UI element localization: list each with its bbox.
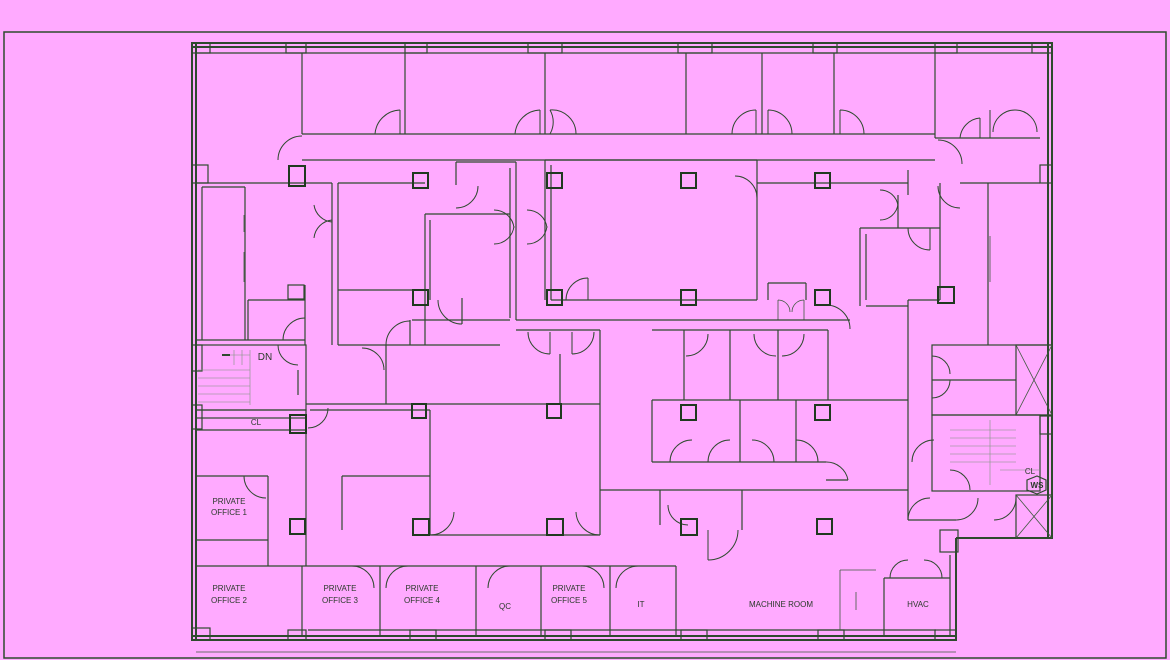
machine-room-label: MACHINE ROOM bbox=[749, 600, 813, 609]
private-office-4-label-line1: PRIVATE bbox=[405, 584, 438, 593]
closet-left-label: CL bbox=[251, 418, 262, 427]
drawing-frame bbox=[3, 31, 1167, 659]
ws-marker bbox=[1026, 475, 1047, 495]
right-core bbox=[907, 344, 1053, 553]
left-rooms bbox=[195, 182, 339, 567]
structural-columns bbox=[288, 165, 955, 536]
closet-right-label: CL bbox=[1025, 467, 1036, 476]
private-office-2-label-line1: PRIVATE bbox=[212, 584, 245, 593]
private-office-5-label-line1: PRIVATE bbox=[552, 584, 585, 593]
stair-down-label: DN bbox=[258, 352, 272, 363]
private-office-5-label-line2: OFFICE 5 bbox=[551, 596, 588, 605]
private-office-2-label-line2: OFFICE 2 bbox=[211, 596, 248, 605]
private-office-3-label-line1: PRIVATE bbox=[323, 584, 356, 593]
private-office-1-label-line2: OFFICE 1 bbox=[211, 508, 248, 517]
central-area bbox=[305, 159, 1040, 566]
top-offices bbox=[196, 52, 1048, 165]
room-labels: PRIVATE OFFICE 1 PRIVATE OFFICE 2 PRIVAT… bbox=[211, 352, 1044, 611]
bottom-offices bbox=[301, 490, 951, 636]
it-label: IT bbox=[637, 600, 644, 609]
ws-label: WS bbox=[1031, 481, 1045, 490]
hvac-label: HVAC bbox=[907, 600, 929, 609]
private-office-1-label-line1: PRIVATE bbox=[212, 497, 245, 506]
private-office-4-label-line2: OFFICE 4 bbox=[404, 596, 441, 605]
qc-label: QC bbox=[499, 602, 511, 611]
private-office-3-label-line2: OFFICE 3 bbox=[322, 596, 359, 605]
